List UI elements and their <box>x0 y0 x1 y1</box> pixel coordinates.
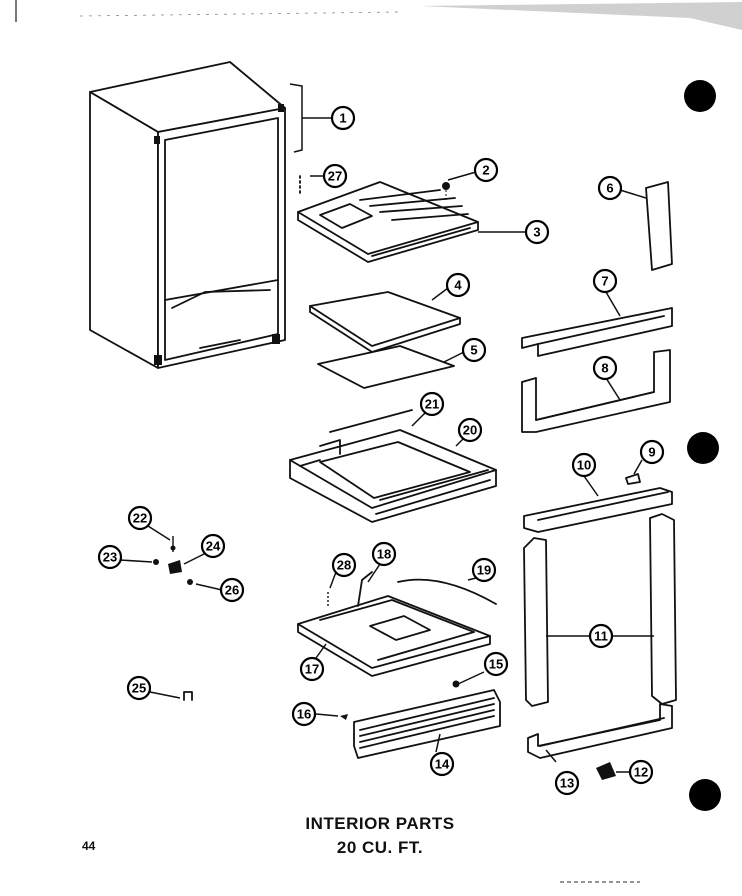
svg-text:20: 20 <box>463 423 477 438</box>
svg-text:3: 3 <box>533 225 540 240</box>
leader-lines <box>119 117 654 773</box>
callout-17: 17 <box>299 656 325 682</box>
callout-16-drawer: 16 <box>291 701 317 727</box>
part-door-shelf-upper <box>521 307 673 357</box>
callout-24: 24 <box>200 533 226 559</box>
part-shelf-glass <box>309 291 461 353</box>
scan-artifacts <box>15 0 742 883</box>
part-crisper-drawer-front <box>353 689 501 759</box>
part-door-shelf-lower <box>521 349 671 433</box>
callout-14: 14 <box>429 751 455 777</box>
svg-text:14: 14 <box>435 757 450 772</box>
callout-1: 1 <box>330 105 356 131</box>
callout-13: 13 <box>554 770 580 796</box>
callout-28: 28 <box>331 552 357 578</box>
svg-text:11: 11 <box>594 629 608 644</box>
part-clip <box>357 571 373 607</box>
svg-text:23: 23 <box>103 550 117 565</box>
svg-text:7: 7 <box>601 274 608 289</box>
part-switch <box>596 762 616 780</box>
svg-text:17: 17 <box>305 662 319 677</box>
part-meat-keeper-frame <box>289 429 497 523</box>
svg-text:21: 21 <box>425 397 439 412</box>
part-wire <box>397 578 497 605</box>
callout-21: 21 <box>419 391 445 417</box>
svg-text:28: 28 <box>337 558 351 573</box>
callout-19: 19 <box>471 557 497 583</box>
callout-11: 11 <box>588 623 614 649</box>
svg-text:1: 1 <box>339 111 346 126</box>
svg-text:25: 25 <box>132 681 146 696</box>
callout-6: 6 <box>597 175 623 201</box>
svg-text:24: 24 <box>206 539 221 554</box>
svg-text:16: 16 <box>297 707 311 722</box>
svg-text:10: 10 <box>577 458 591 473</box>
binder-holes <box>684 80 721 811</box>
svg-text:13: 13 <box>560 776 574 791</box>
part-small-clip <box>625 473 641 485</box>
callout-12: 12 <box>628 759 654 785</box>
callout-2: 2 <box>473 157 499 183</box>
part-rod <box>329 409 413 433</box>
callout-3: 3 <box>524 219 550 245</box>
diagram-title: INTERIOR PARTS <box>305 814 455 833</box>
callout-5: 5 <box>461 337 487 363</box>
svg-text:9: 9 <box>648 445 655 460</box>
part-hardware-small <box>153 536 460 720</box>
page-number: 44 <box>82 839 96 853</box>
callout-23: 23 <box>97 544 123 570</box>
callout-15: 15 <box>483 651 509 677</box>
callout-26: 26 <box>219 577 245 603</box>
part-door-shelf-bottom <box>527 703 673 759</box>
part-freezer-panel <box>297 175 479 263</box>
svg-text:15: 15 <box>489 657 503 672</box>
svg-text:4: 4 <box>454 278 462 293</box>
callout-18: 18 <box>371 541 397 567</box>
binder-hole-bottom <box>689 779 721 811</box>
svg-text:2: 2 <box>482 163 489 178</box>
part-shelf-insert <box>317 345 455 389</box>
part-trim-piece <box>645 181 673 271</box>
part-door-shelf-top <box>523 487 673 533</box>
part-crisper-cover <box>297 595 491 677</box>
svg-text:6: 6 <box>606 181 613 196</box>
part-cabinet <box>89 61 303 369</box>
svg-text:12: 12 <box>634 765 648 780</box>
svg-text:19: 19 <box>477 563 491 578</box>
svg-text:22: 22 <box>133 511 147 526</box>
callout-20: 20 <box>457 417 483 443</box>
callout-4: 4 <box>445 272 471 298</box>
part-door-rails <box>523 513 677 707</box>
callout-27: 27 <box>322 163 348 189</box>
binder-hole-top <box>684 80 716 112</box>
callout-10: 10 <box>571 452 597 478</box>
diagram-subtitle: 20 CU. FT. <box>336 838 424 857</box>
binder-hole-middle <box>687 432 719 464</box>
callout-7: 7 <box>592 268 618 294</box>
callout-25: 25 <box>126 675 152 701</box>
svg-text:18: 18 <box>377 547 391 562</box>
svg-text:5: 5 <box>470 343 477 358</box>
svg-text:26: 26 <box>225 583 239 598</box>
svg-text:8: 8 <box>601 361 608 376</box>
callouts: 1 2 3 4 5 6 7 8 9 10 11 12 13 14 15 16 1… <box>97 105 665 796</box>
callout-22: 22 <box>127 505 153 531</box>
callout-8: 8 <box>592 355 618 381</box>
callout-9: 9 <box>639 439 665 465</box>
svg-text:27: 27 <box>328 169 342 184</box>
